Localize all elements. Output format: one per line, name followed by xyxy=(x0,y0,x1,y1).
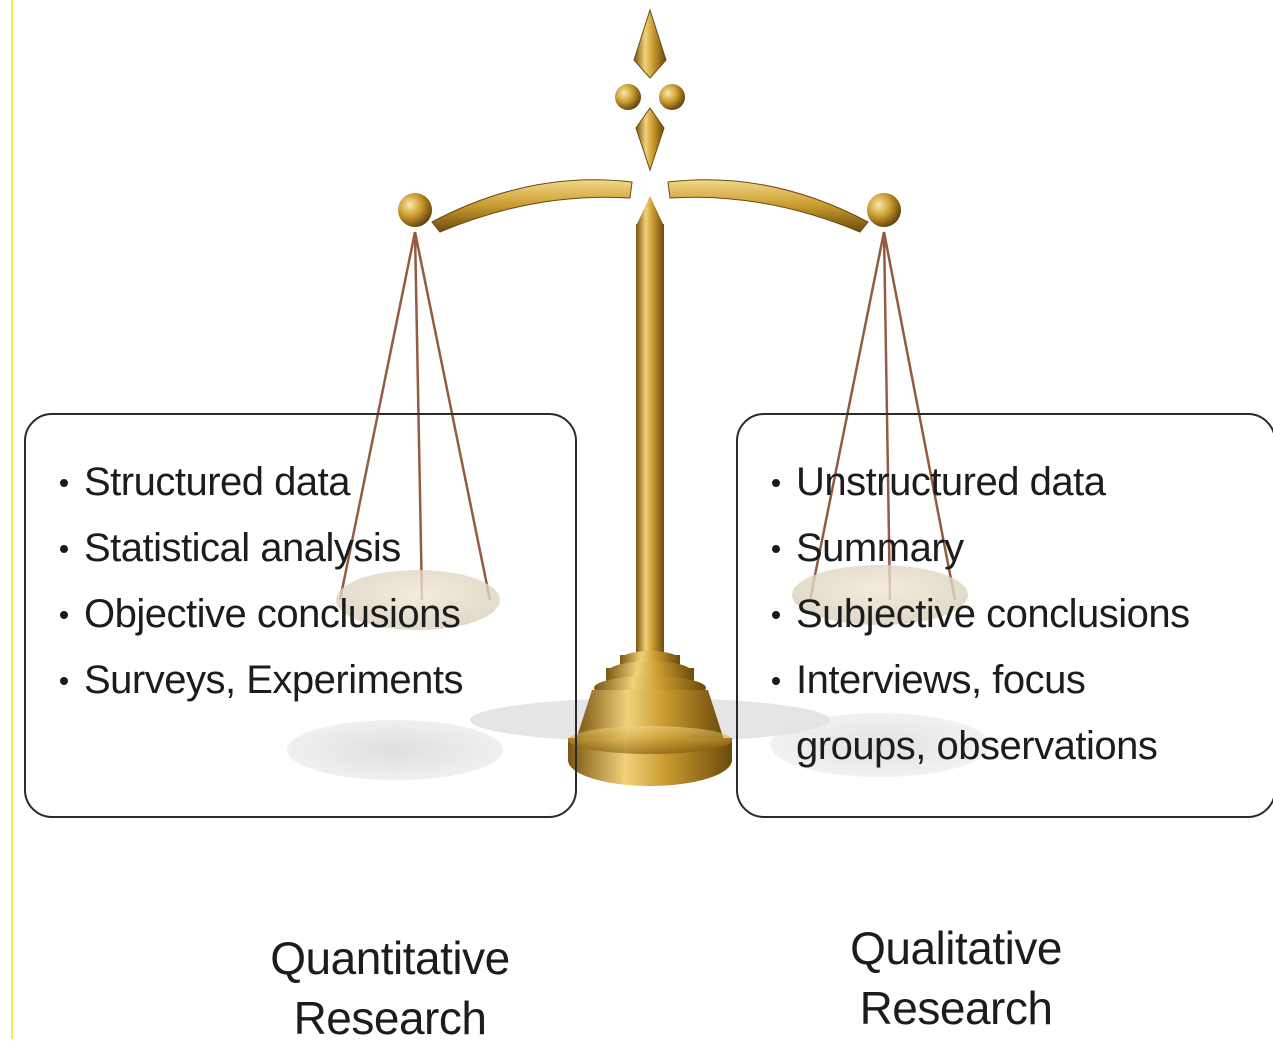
finial-left-ball xyxy=(615,84,641,110)
qualitative-list: Unstructured data Summary Subjective con… xyxy=(770,449,1270,779)
quantitative-box: Structured data Statistical analysis Obj… xyxy=(24,413,577,818)
list-item: Interviews, focus groups, observations xyxy=(770,647,1216,779)
caption-line: Quantitative xyxy=(270,932,510,984)
right-pan-shadow xyxy=(770,713,990,777)
list-item: Summary xyxy=(770,515,1270,581)
list-item: Unstructured data xyxy=(770,449,1270,515)
finial-lower-spike xyxy=(635,107,665,172)
right-pan-strings xyxy=(808,231,957,601)
left-pan xyxy=(336,570,500,630)
list-item: Objective conclusions xyxy=(58,581,463,647)
right-beam-arm xyxy=(667,179,869,233)
list-item: Subjective conclusions xyxy=(770,581,1270,647)
left-beam-ball xyxy=(398,193,432,227)
right-pan xyxy=(792,565,968,625)
central-post-tip xyxy=(636,196,664,226)
right-beam-ball xyxy=(867,193,901,227)
quantitative-caption: Quantitative Research xyxy=(240,928,540,1048)
finial-top-spike xyxy=(633,8,667,79)
qualitative-box: Unstructured data Summary Subjective con… xyxy=(736,413,1273,818)
central-post xyxy=(636,224,664,664)
list-item: Statistical analysis xyxy=(58,515,463,581)
left-pan-shadow xyxy=(287,720,503,780)
finial-right-ball xyxy=(659,84,685,110)
caption-line: Research xyxy=(293,992,487,1044)
left-beam-arm xyxy=(431,179,633,233)
list-item: Surveys, Experiments xyxy=(58,647,464,713)
base-bell xyxy=(576,690,724,740)
caption-line: Research xyxy=(859,982,1053,1034)
list-item: Structured data xyxy=(58,449,463,515)
qualitative-caption: Qualitative Research xyxy=(806,918,1106,1038)
yellow-frame-edge xyxy=(0,0,13,1039)
caption-line: Qualitative xyxy=(850,922,1062,974)
left-pan-strings xyxy=(338,231,492,601)
quantitative-list: Structured data Statistical analysis Obj… xyxy=(58,449,464,713)
